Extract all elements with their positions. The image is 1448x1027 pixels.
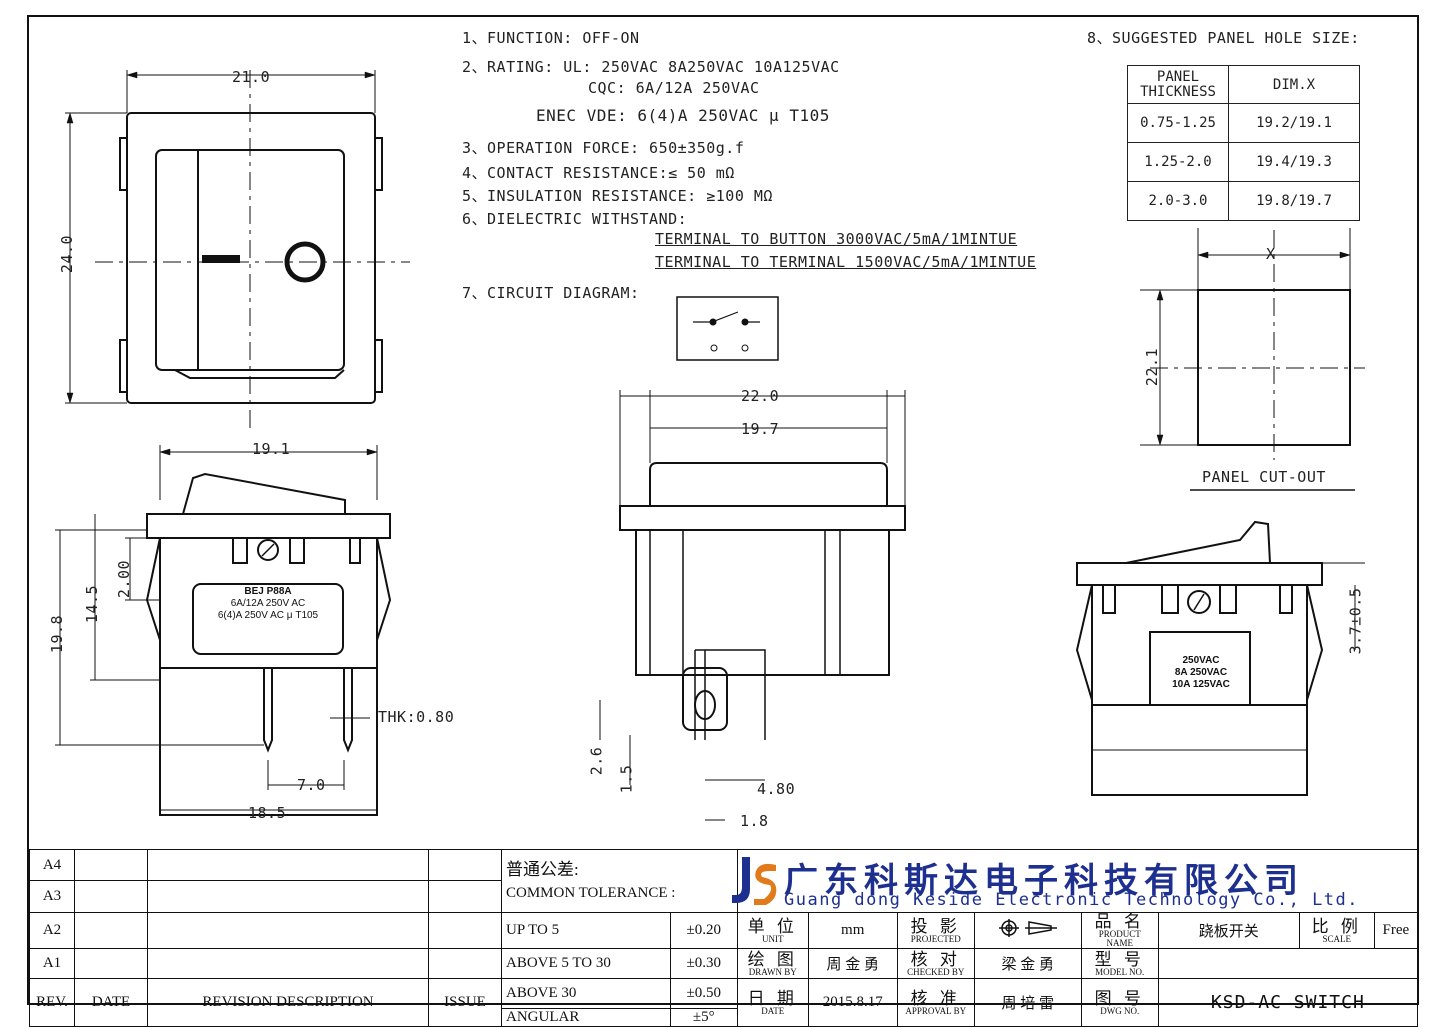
- switch-label: BEJ P88A 6A/12A 250V AC 6(4)A 250V AC μ …: [217, 586, 319, 621]
- spec-operation-force: 3、OPERATION FORCE: 650±350g.f: [462, 139, 745, 157]
- dim-side-step: 2.00: [115, 559, 134, 599]
- dim-front-outer: 22.0: [741, 387, 780, 405]
- spec-rating-enec: ENEC VDE: 6(4)A 250VAC μ T105: [536, 106, 830, 125]
- spec-panel-hole: 8、SUGGESTED PANEL HOLE SIZE:: [1087, 29, 1360, 47]
- table-row: 1.25-2.0 19.4/19.3: [1127, 142, 1360, 182]
- dwg-number: KSD-AC SWITCH: [1157, 978, 1419, 1027]
- spec-dielectric: 6、DIELECTRIC WITHSTAND:: [462, 210, 688, 228]
- cutout-label: PANEL CUT-OUT: [1202, 468, 1326, 486]
- common-tolerance: 普通公差: COMMON TOLERANCE :: [501, 849, 738, 913]
- table-header-thickness: PANEL THICKNESS: [1127, 65, 1229, 104]
- front-view: [599, 390, 906, 821]
- dim-pin-a: 2.6: [587, 746, 606, 776]
- panel-cutout: [1140, 228, 1365, 491]
- spec-insulation-resistance: 5、INSULATION RESISTANCE: ≥100 MΩ: [462, 187, 773, 205]
- dim-thk: THK:0.80: [378, 708, 455, 726]
- spec-rating-cqc: CQC: 6A/12A 250VAC: [588, 79, 760, 97]
- dim-side2: 3.7±0.5: [1346, 587, 1365, 655]
- top-view: [65, 70, 410, 430]
- dim-cutout-x: X: [1266, 245, 1276, 263]
- dim-pin-b: 1.5: [617, 764, 636, 794]
- dim-cutout-height: 22.1: [1143, 347, 1162, 387]
- dim-pin-c: 4.80: [757, 780, 796, 798]
- dim-side-height-total: 19.8: [48, 614, 67, 654]
- dim-front-inner: 19.7: [741, 420, 780, 438]
- dim-pin-d: 1.8: [740, 812, 769, 830]
- spec-rating-ul: 2、RATING: UL: 250VAC 8A250VAC 10A125VAC: [462, 58, 840, 76]
- spec-dielectric-line1: TERMINAL TO BUTTON 3000VAC/5mA/1MINTUE: [655, 230, 1018, 248]
- table-row: 0.75-1.25 19.2/19.1: [1127, 103, 1360, 143]
- dim-top-height: 24.0: [58, 234, 77, 274]
- company-name-cn: 广东科斯达电子科技有限公司: [784, 861, 1304, 901]
- spec-function: 1、FUNCTION: OFF-ON: [462, 29, 640, 47]
- company-name-en: Guang dong Keside Electronic Technology …: [784, 890, 1360, 910]
- projection-symbol: [973, 912, 1082, 949]
- circuit-diagram: [676, 296, 779, 361]
- dim-side-width: 19.1: [252, 440, 291, 458]
- company-logo-icon: [732, 857, 777, 905]
- dim-side-height-mid: 14.5: [83, 584, 102, 624]
- dim-top-width: 21.0: [232, 68, 271, 86]
- side-view-right: [1075, 520, 1365, 796]
- ul-label: 250VAC 8A 250VAC 10A 125VAC: [1172, 655, 1230, 690]
- panel-hole-table: PANEL THICKNESS DIM.X 0.75-1.25 19.2/19.…: [1127, 65, 1360, 221]
- table-header-dim: DIM.X: [1228, 65, 1360, 104]
- spec-circuit-diagram: 7、CIRCUIT DIAGRAM:: [462, 284, 640, 302]
- spec-contact-resistance: 4、CONTACT RESISTANCE:≤ 50 mΩ: [462, 164, 735, 182]
- title-block: A4 普通公差: COMMON TOLERANCE : A3 A2 UP TO …: [29, 849, 1419, 1027]
- dim-pin-pitch: 7.0: [297, 776, 326, 794]
- spec-dielectric-line2: TERMINAL TO TERMINAL 1500VAC/5mA/1MINTUE: [655, 253, 1037, 271]
- side-view-left: [55, 445, 392, 816]
- technical-drawing: [55, 70, 1365, 821]
- dim-base-width: 18.5: [248, 804, 287, 822]
- table-row: 2.0-3.0 19.8/19.7: [1127, 181, 1360, 221]
